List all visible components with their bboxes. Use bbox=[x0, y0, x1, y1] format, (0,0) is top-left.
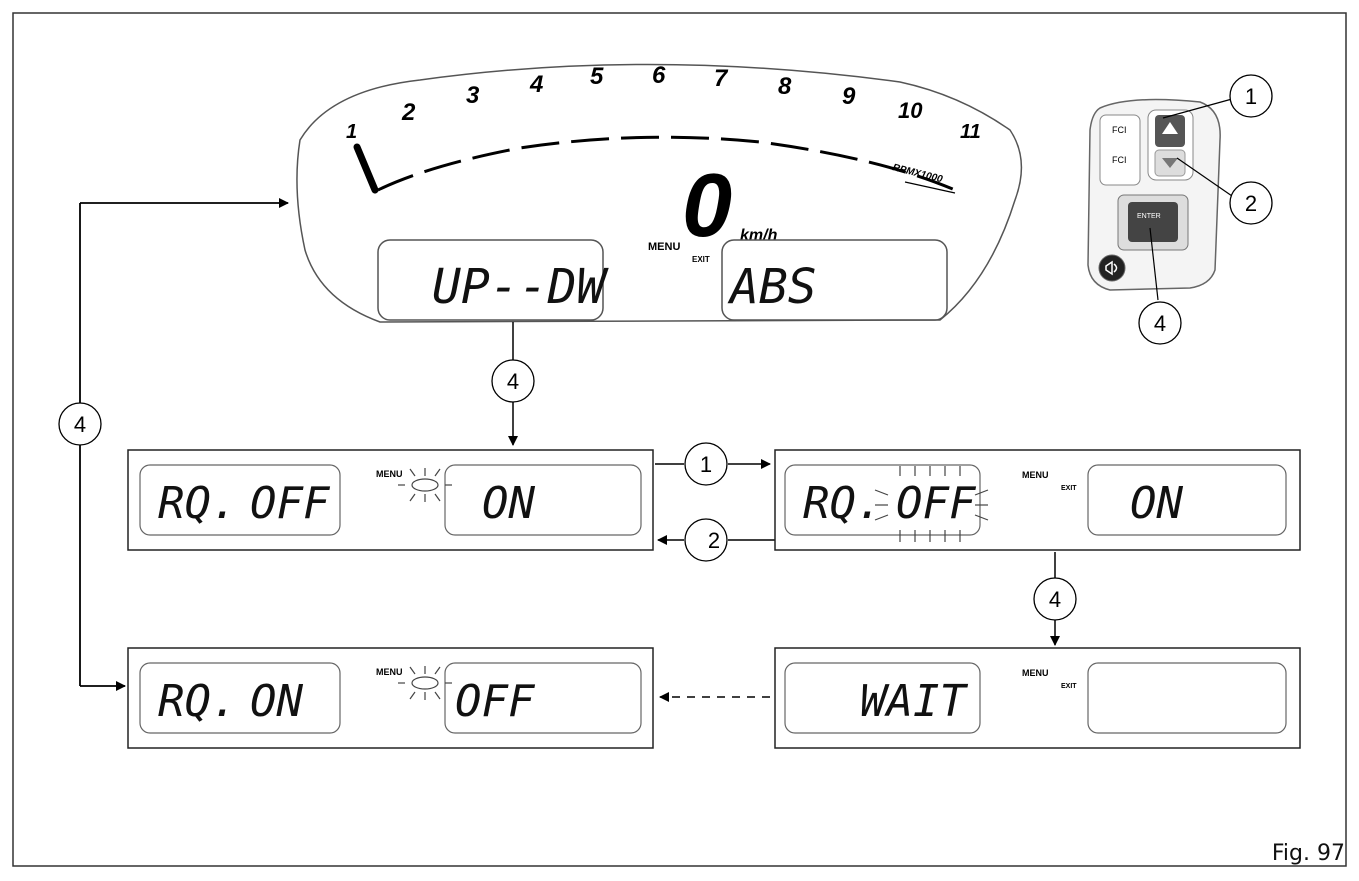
screen-rq-on-frame bbox=[127, 647, 654, 749]
horn-icon bbox=[1105, 260, 1118, 276]
screen-rq-on-left-a: RQ. bbox=[158, 676, 237, 727]
leader-4 bbox=[1149, 227, 1159, 301]
blink-rays-icon bbox=[874, 466, 989, 542]
tach-number-4: 4 bbox=[529, 71, 543, 98]
svg-text:4: 4 bbox=[1049, 587, 1061, 612]
screen-wait-menu: MENU bbox=[1022, 668, 1049, 678]
rpm-label: RPMX1000 bbox=[891, 162, 944, 185]
screen-rq-off-blink-exit: EXIT bbox=[1061, 485, 1077, 492]
svg-text:4: 4 bbox=[1154, 311, 1166, 336]
tach-number-11: 11 bbox=[960, 121, 981, 143]
figure-label: Fig. 97 bbox=[1271, 841, 1345, 866]
screen-rq-off-left-a: RQ. bbox=[158, 478, 237, 529]
screen-wait-frame bbox=[774, 647, 1301, 749]
handlebar-switch: FCI FCI ENTER bbox=[1087, 98, 1233, 301]
screen-rq-off-blink-right: ON bbox=[1130, 478, 1183, 529]
screen-rq-off-menu: MENU bbox=[376, 469, 403, 479]
screen-rq-on-right: OFF bbox=[455, 676, 536, 727]
screen-rq-off-frame bbox=[127, 449, 654, 551]
tach-number-5: 5 bbox=[590, 63, 604, 90]
blink-indicator-icon bbox=[398, 666, 452, 700]
screen-rq-on-right-window bbox=[444, 662, 642, 734]
tach-number-7: 7 bbox=[714, 65, 729, 92]
screen-rq-off-blink-left-window bbox=[784, 464, 981, 536]
enter-button-label: ENTER bbox=[1137, 213, 1161, 220]
cluster-outline bbox=[296, 63, 1023, 323]
callout-1-flow: 1 bbox=[684, 442, 728, 486]
left-display-text: UP--DW bbox=[432, 259, 609, 315]
svg-text:1: 1 bbox=[700, 452, 712, 477]
screen-rq-off: RQ. OFF MENU ON bbox=[127, 449, 654, 551]
screen-rq-on-menu: MENU bbox=[376, 667, 403, 677]
tach-number-9: 9 bbox=[842, 83, 856, 110]
callout-4-top: 4 bbox=[1138, 301, 1182, 345]
fci-upper-label: FCI bbox=[1112, 125, 1127, 135]
left-display-frame bbox=[377, 239, 604, 321]
screen-wait: WAIT MENU EXIT bbox=[774, 647, 1301, 749]
screen-wait-right-window bbox=[1087, 662, 1287, 734]
callout-2-flow: 2 bbox=[684, 518, 728, 562]
rpm-underline bbox=[904, 181, 956, 194]
screen-rq-off-blink-left-b: OFF bbox=[896, 478, 977, 529]
tach-arc bbox=[377, 135, 956, 192]
screen-rq-off-blink-left-a: RQ. bbox=[803, 478, 882, 529]
svg-text:2: 2 bbox=[1245, 191, 1257, 216]
screen-rq-off-blink: RQ. OFF MENU EXIT ON bbox=[774, 449, 1301, 551]
right-display-frame bbox=[721, 239, 948, 321]
tach-needle bbox=[353, 143, 379, 194]
callout-1-top: 1 bbox=[1229, 74, 1273, 118]
screen-rq-off-blink-frame bbox=[774, 449, 1301, 551]
right-display-text: ABS bbox=[727, 259, 817, 315]
screen-rq-off-blink-right-window bbox=[1087, 464, 1287, 536]
exit-label: EXIT bbox=[692, 255, 710, 264]
tach-number-1: 1 bbox=[346, 121, 357, 143]
screen-rq-off-left-b: OFF bbox=[250, 478, 331, 529]
svg-text:1: 1 bbox=[1245, 84, 1257, 109]
svg-text:2: 2 bbox=[708, 528, 720, 553]
screen-wait-left: WAIT bbox=[860, 676, 968, 727]
leader-1 bbox=[1162, 98, 1233, 119]
screen-rq-on: RQ. ON MENU OFF bbox=[127, 647, 654, 749]
screen-rq-on-left-b: ON bbox=[250, 676, 303, 727]
tach-number-6: 6 bbox=[652, 62, 666, 89]
tach-number-2: 2 bbox=[401, 99, 416, 126]
fci-lower-label: FCI bbox=[1112, 155, 1127, 165]
menu-label: MENU bbox=[648, 241, 680, 253]
screen-rq-on-left-window bbox=[139, 662, 341, 734]
screen-rq-off-right-window bbox=[444, 464, 642, 536]
up-arrow-icon bbox=[1162, 122, 1178, 134]
tach-number-8: 8 bbox=[778, 73, 792, 100]
callout-2-top: 2 bbox=[1229, 181, 1273, 225]
screen-wait-exit: EXIT bbox=[1061, 683, 1077, 690]
instrument-cluster: 1 2 3 4 5 6 7 8 9 10 11 RPMX1000 0 km/h … bbox=[296, 62, 1023, 323]
callout-4-left: 4 bbox=[58, 402, 102, 446]
blink-indicator-icon bbox=[398, 468, 452, 502]
figure-frame bbox=[12, 12, 1347, 867]
callout-4-center: 4 bbox=[491, 359, 535, 403]
tach-number-10: 10 bbox=[898, 98, 923, 123]
screen-rq-off-left-window bbox=[139, 464, 341, 536]
callout-4-right: 4 bbox=[1033, 577, 1077, 621]
svg-text:4: 4 bbox=[507, 369, 519, 394]
tach-number-3: 3 bbox=[466, 82, 480, 109]
screen-rq-off-right: ON bbox=[482, 478, 535, 529]
enter-button[interactable] bbox=[1128, 202, 1178, 242]
screen-wait-left-window bbox=[784, 662, 981, 734]
fci-buttons-panel bbox=[1099, 114, 1141, 186]
down-arrow-icon bbox=[1162, 158, 1178, 168]
screen-rq-off-blink-menu: MENU bbox=[1022, 470, 1049, 480]
svg-text:4: 4 bbox=[74, 412, 86, 437]
speed-unit: km/h bbox=[740, 227, 778, 244]
leader-2 bbox=[1176, 157, 1233, 197]
speed-value: 0 bbox=[682, 156, 732, 256]
